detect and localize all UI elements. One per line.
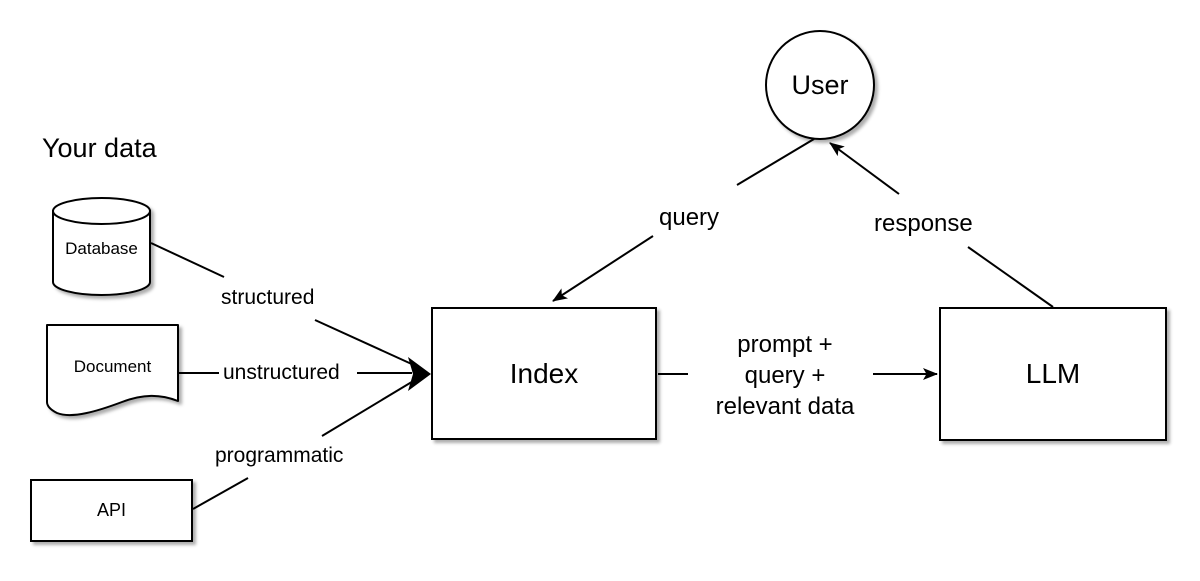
edge-label-prompt-line-3: relevant data bbox=[715, 393, 855, 420]
edge-llm-response bbox=[967, 246, 1054, 308]
edge-label-unstructured: unstructured bbox=[223, 361, 340, 384]
database-node-label: Database bbox=[65, 239, 138, 258]
api-node-label: API bbox=[96, 500, 126, 520]
edge-label-prompt-line-2: query + bbox=[744, 362, 826, 389]
index-node: Index bbox=[431, 307, 657, 440]
document-node-label: Document bbox=[73, 357, 152, 376]
edge-structured-index bbox=[314, 319, 417, 367]
edge-label-prompt: prompt + query + relevant data bbox=[690, 329, 880, 422]
edge-api-programmatic bbox=[192, 477, 249, 510]
index-node-label: Index bbox=[509, 357, 579, 389]
section-heading: Your data bbox=[42, 133, 157, 163]
edge-label-query: query bbox=[659, 204, 720, 231]
edge-response-user bbox=[829, 142, 900, 195]
edge-label-prompt-line-1: prompt + bbox=[737, 331, 833, 358]
edge-database-structured bbox=[150, 242, 225, 278]
llm-node: LLM bbox=[939, 307, 1167, 441]
user-node-label: User bbox=[791, 69, 849, 100]
document-shape bbox=[46, 324, 179, 417]
edge-label-structured: structured bbox=[221, 286, 315, 309]
edge-label-response: response bbox=[874, 210, 973, 237]
index-arrowhead bbox=[408, 357, 431, 391]
edge-programmatic-index bbox=[321, 379, 416, 437]
edge-label-programmatic: programmatic bbox=[215, 444, 344, 467]
database-shape bbox=[52, 197, 151, 296]
edge-query-index bbox=[552, 235, 654, 302]
api-node: API bbox=[30, 479, 193, 542]
edge-user-query bbox=[736, 138, 815, 186]
llm-node-label: LLM bbox=[1025, 358, 1081, 389]
user-node: User bbox=[765, 30, 875, 140]
